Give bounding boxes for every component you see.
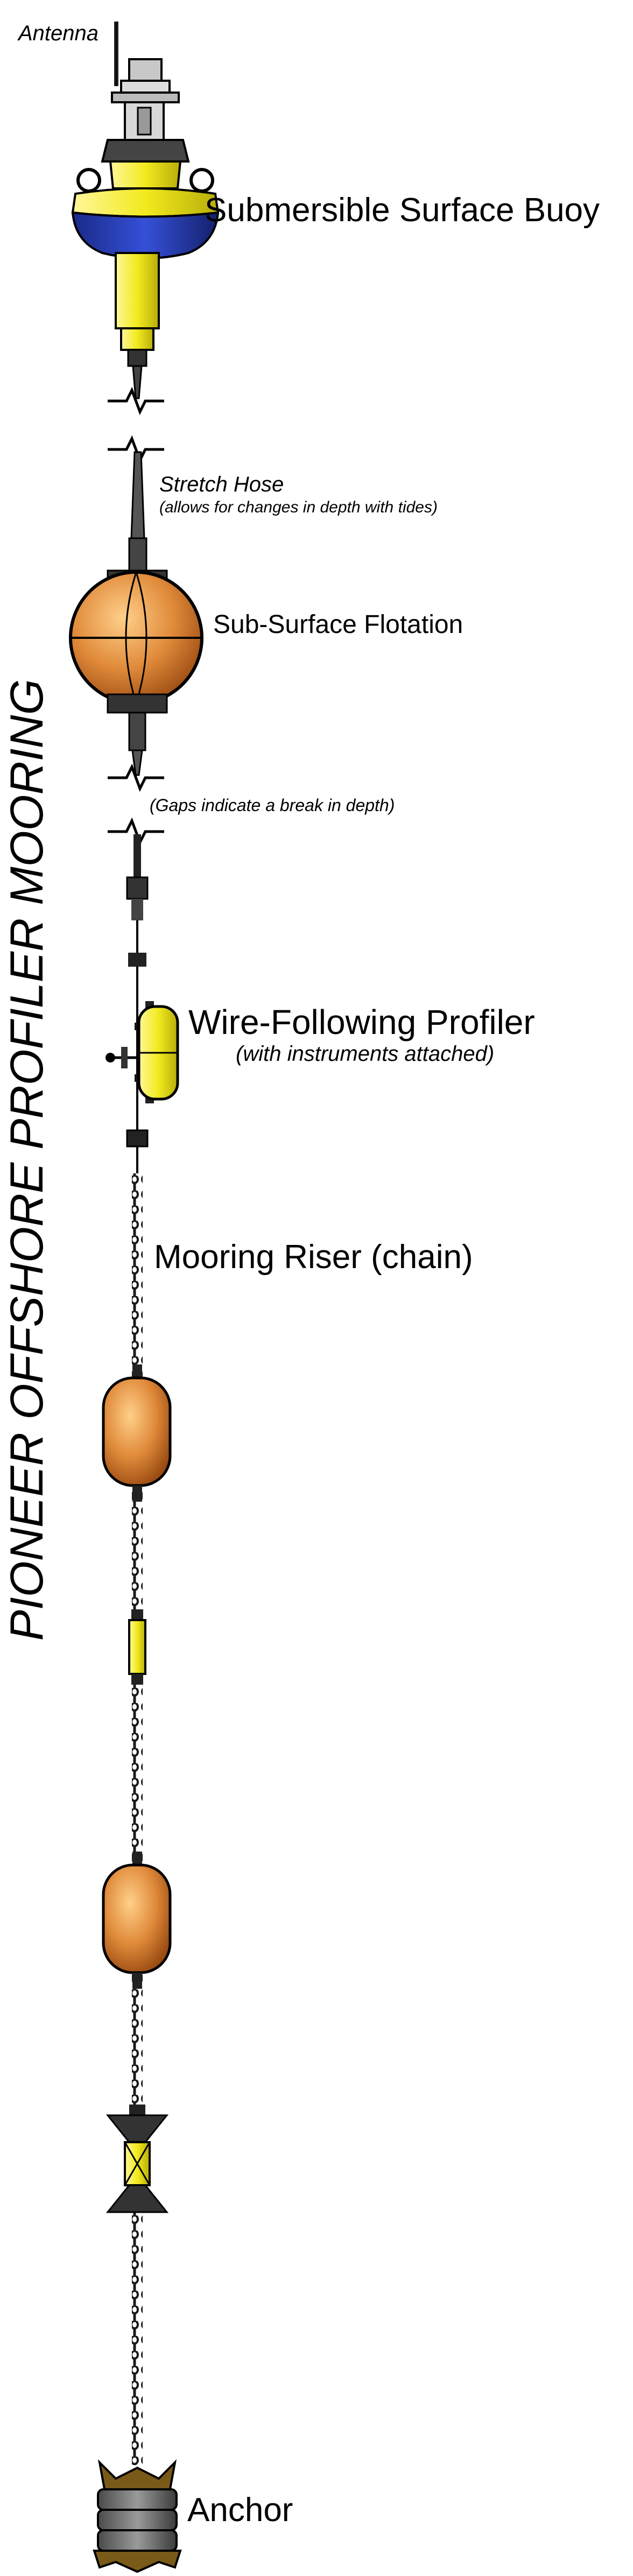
riser-instrument	[128, 1609, 146, 1685]
upper-hardware	[126, 834, 149, 967]
riser-float-upper	[102, 1364, 172, 1502]
profiler-label: Wire-Following Profiler	[188, 1003, 535, 1041]
wire-profiler	[105, 1001, 179, 1103]
subsurface-flotation-label: Sub-Surface Flotation	[213, 610, 463, 639]
profiler-lower-stop	[126, 1129, 149, 1173]
stretch-hose-note: (allows for changes in depth with tides)	[159, 498, 438, 516]
stretch-hose	[128, 451, 147, 572]
break-mark	[108, 386, 164, 846]
antenna-label: Antenna	[18, 22, 99, 45]
profiler-note: (with instruments attached)	[236, 1042, 495, 1066]
acoustic-release	[105, 2105, 169, 2213]
diagram-title: PIONEER OFFSHORE PROFILER MOORING	[1, 679, 53, 1641]
surface-buoy	[71, 22, 220, 399]
riser-label: Mooring Riser (chain)	[154, 1238, 473, 1276]
subsurface-float	[69, 569, 203, 776]
surface-buoy-label: Submersible Surface Buoy	[205, 192, 600, 229]
stretch-hose-label: Stretch Hose	[159, 473, 284, 496]
anchor	[93, 2459, 182, 2573]
anchor-label: Anchor	[187, 2491, 293, 2529]
gaps-note: (Gaps indicate a break in depth)	[150, 796, 395, 815]
riser-float-lower	[102, 1852, 172, 1989]
